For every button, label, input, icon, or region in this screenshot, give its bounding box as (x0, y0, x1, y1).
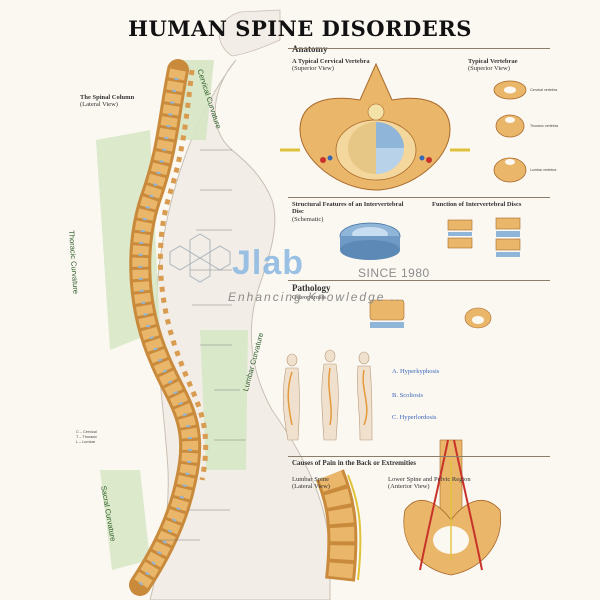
anatomy-divider (288, 48, 550, 49)
spinal-column-title: The Spinal Column (80, 94, 135, 101)
pelvic-region-title: Lower Spine and Pelvic Region (388, 476, 471, 483)
spinal-column-view: (Lateral View) (80, 101, 118, 109)
disc-structure-view: (Schematic) (292, 215, 324, 223)
typical-vertebrae-illustration (493, 80, 527, 183)
hyperlordosis-label: C. Hyperlordosis (392, 414, 437, 421)
typical-vertebrae-title: Typical Vertebrae (468, 58, 518, 65)
watermark-brand: Jlab (232, 244, 305, 282)
legend-cervical: C – Cervical (76, 430, 97, 434)
cervical-vertebra-view: (Superior View) (292, 65, 334, 73)
spinal-column (129, 59, 209, 596)
spinal-column-heading: The Spinal Column (Lateral View) (80, 94, 134, 109)
pathology-heading: Pathology (292, 283, 331, 293)
cervical-vertebra-caption: Cervical vertebra (530, 88, 558, 92)
lumbar-lateral-illustration (316, 469, 362, 582)
disc-divider (288, 197, 550, 198)
thoracic-vertebra-caption: Thoracic vertebra (530, 124, 558, 128)
disc-function-title: Function of Intervertebral Discs (432, 201, 522, 208)
typical-vertebrae-heading: Typical Vertebrae (Superior View) (468, 58, 518, 73)
leader-lines (160, 149, 246, 541)
cervical-vertebra-heading: A Typical Cervical Vertebra (Superior Vi… (292, 58, 370, 73)
lumbar-spine-view: (Lateral View) (292, 483, 330, 491)
pelvis-illustration (403, 439, 502, 576)
disc-structure-title: Structural Features of an Intervertebral… (292, 201, 404, 216)
pelvic-region-view: (Anterior View) (388, 483, 430, 491)
cervical-vertebra-illustration (280, 62, 470, 191)
scoliosis-label: B. Scoliosis (392, 392, 424, 399)
watermark-since: SINCE 1980 (358, 266, 430, 280)
vertebra-legend: C – Cervical T – Thoracic L – Lumbar (76, 430, 97, 445)
pelvic-region-heading: Lower Spine and Pelvic Region (Anterior … (388, 476, 471, 491)
watermark-logo (169, 233, 231, 283)
poster-title: HUMAN SPINE DISORDERS (128, 16, 472, 41)
disc-structure-heading: Structural Features of an Intervertebral… (292, 201, 412, 223)
lumbar-vertebra-caption: Lumbar vertebra (530, 168, 557, 172)
osteoporosis-heading: Osteoporosis (292, 294, 326, 301)
posture-figures (282, 349, 373, 441)
pathology-divider (288, 280, 550, 281)
typical-vertebrae-view: (Superior View) (468, 65, 510, 73)
lumbar-spine-heading: Lumbar Spine (Lateral View) (292, 476, 330, 491)
head-outline (218, 9, 281, 57)
anatomy-heading: Anatomy (292, 44, 328, 54)
cervical-vertebra-title: A Typical Cervical Vertebra (292, 58, 370, 65)
legend-lumbar: L – Lumbar (76, 439, 96, 444)
disc-function-illustration (447, 217, 521, 257)
disc-function-heading: Function of Intervertebral Discs (432, 201, 532, 208)
hyperkyphosis-label: A. Hyperkyphosis (392, 368, 440, 375)
sacral-band (100, 470, 150, 570)
legend-thoracic: T – Thoracic (76, 434, 97, 439)
lumbar-spine-title: Lumbar Spine (292, 476, 330, 483)
lumbar-band (200, 330, 248, 470)
causes-heading: Causes of Pain in the Back or Extremitie… (292, 459, 416, 467)
causes-title: Causes of Pain in the Back or Extremitie… (292, 459, 416, 467)
osteoporosis-illustration (369, 299, 492, 329)
causes-divider (288, 456, 550, 457)
disc-schematic (339, 222, 401, 260)
watermark-tagline: Enhancing Knowledge ... (228, 290, 407, 304)
